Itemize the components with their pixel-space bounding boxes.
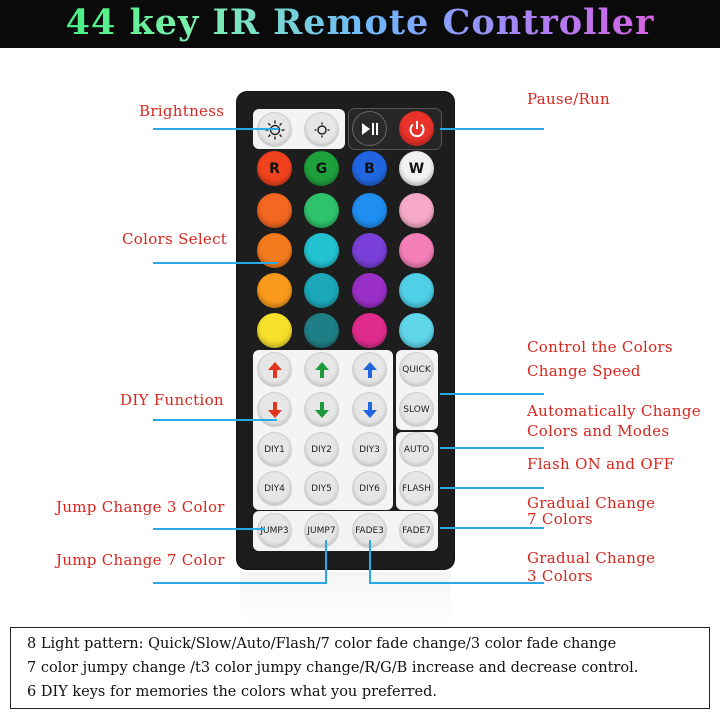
label-fade7-line1: Gradual Change <box>527 494 656 512</box>
blue-up-button[interactable] <box>352 352 387 387</box>
color-button[interactable] <box>304 233 339 268</box>
label-fade7-line2: 7 Colors <box>527 510 593 528</box>
callout-line-fade3-h <box>369 582 544 584</box>
color-button[interactable] <box>399 313 434 348</box>
callout-line-speed <box>440 393 544 395</box>
color-button[interactable] <box>304 193 339 228</box>
power-button[interactable] <box>399 111 434 146</box>
callout-line-pause <box>440 128 544 130</box>
color-button[interactable] <box>257 313 292 348</box>
label-flash: Flash ON and OFF <box>527 455 675 473</box>
title-bar <box>0 0 720 48</box>
play-pause-button[interactable] <box>352 111 387 146</box>
label-auto-line2: Colors and Modes <box>527 422 670 440</box>
callout-line-jump7-v <box>325 540 327 584</box>
label-brightness: Brightness <box>139 102 225 120</box>
green-down-button[interactable] <box>304 392 339 427</box>
blue-button[interactable]: B <box>352 151 387 186</box>
callout-line-fade3-v <box>369 540 371 584</box>
green-button[interactable]: G <box>304 151 339 186</box>
arrow-up-icon <box>267 361 282 378</box>
arrow-up-icon <box>362 361 377 378</box>
diy3-button[interactable]: DIY3 <box>352 432 387 467</box>
red-down-button[interactable] <box>257 392 292 427</box>
diy2-button[interactable]: DIY2 <box>304 432 339 467</box>
label-fade3-line2: 3 Colors <box>527 567 593 585</box>
label-colors-select: Colors Select <box>122 230 228 248</box>
power-icon <box>409 120 424 137</box>
label-jump7: Jump Change 7 Color <box>56 551 225 569</box>
color-button[interactable] <box>352 313 387 348</box>
description-box: 8 Light pattern: Quick/Slow/Auto/Flash/7… <box>10 627 710 709</box>
blue-down-button[interactable] <box>352 392 387 427</box>
color-button[interactable] <box>257 193 292 228</box>
callout-line-fade7 <box>440 527 544 529</box>
callout-line-jump7-h <box>153 582 327 584</box>
label-pause-run: Pause/Run <box>527 90 610 108</box>
callout-line-brightness <box>153 128 279 130</box>
quick-button[interactable]: QUICK <box>399 352 434 387</box>
callout-line-colors <box>153 262 277 264</box>
label-auto-line1: Automatically Change <box>527 402 701 420</box>
arrow-down-icon <box>314 401 329 418</box>
diy1-button[interactable]: DIY1 <box>257 432 292 467</box>
callout-line-diy <box>153 419 277 421</box>
color-button[interactable] <box>304 273 339 308</box>
color-button[interactable] <box>257 273 292 308</box>
callout-line-flash <box>440 487 544 489</box>
brightness-down-icon <box>314 122 329 137</box>
diy4-button[interactable]: DIY4 <box>257 471 292 506</box>
description-line: 7 color jumpy change /t3 color jumpy cha… <box>27 660 639 676</box>
description-line: 6 DIY keys for memories the colors what … <box>27 684 437 700</box>
color-button[interactable] <box>352 273 387 308</box>
description-line: 8 Light pattern: Quick/Slow/Auto/Flash/7… <box>27 636 617 652</box>
brightness-down-button[interactable] <box>304 112 339 147</box>
label-speed-line1: Control the Colors <box>527 338 673 356</box>
color-button[interactable] <box>352 193 387 228</box>
callout-line-auto <box>440 447 544 449</box>
green-up-button[interactable] <box>304 352 339 387</box>
arrow-down-icon <box>267 401 282 418</box>
jump3-button[interactable]: JUMP3 <box>257 513 292 548</box>
label-fade3-line1: Gradual Change <box>527 549 656 567</box>
arrow-down-icon <box>362 401 377 418</box>
fade7-button[interactable]: FADE7 <box>399 513 434 548</box>
jump7-button[interactable]: JUMP7 <box>304 513 339 548</box>
callout-line-jump3 <box>153 528 265 530</box>
remote-reflection <box>240 572 451 624</box>
color-button[interactable] <box>399 233 434 268</box>
flash-button[interactable]: FLASH <box>399 471 434 506</box>
color-button[interactable] <box>304 313 339 348</box>
label-speed-line2: Change Speed <box>527 362 641 380</box>
play-pause-icon <box>361 122 378 135</box>
diy6-button[interactable]: DIY6 <box>352 471 387 506</box>
label-diy-function: DIY Function <box>120 391 224 409</box>
color-button[interactable] <box>399 273 434 308</box>
slow-button[interactable]: SLOW <box>399 392 434 427</box>
arrow-up-icon <box>314 361 329 378</box>
auto-button[interactable]: AUTO <box>399 432 434 467</box>
color-button[interactable] <box>399 193 434 228</box>
page-title: 44 key IR Remote Controller <box>0 0 720 48</box>
label-jump3: Jump Change 3 Color <box>56 498 225 516</box>
red-up-button[interactable] <box>257 352 292 387</box>
color-button[interactable] <box>352 233 387 268</box>
red-button[interactable]: R <box>257 151 292 186</box>
diy5-button[interactable]: DIY5 <box>304 471 339 506</box>
white-button[interactable]: W <box>399 151 434 186</box>
